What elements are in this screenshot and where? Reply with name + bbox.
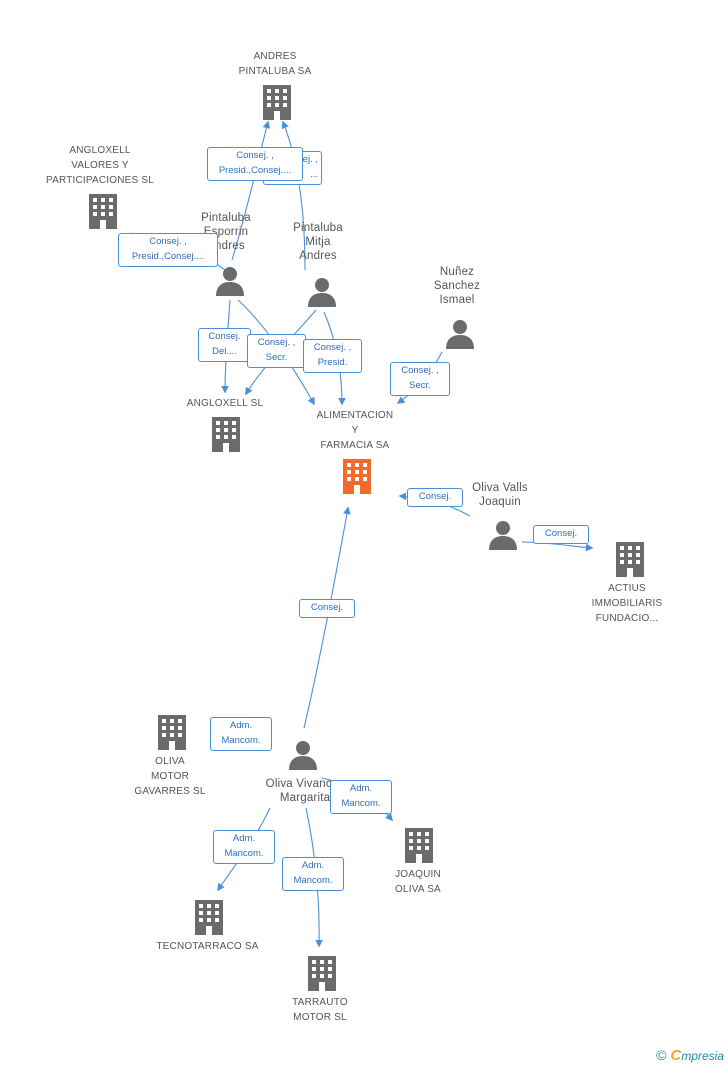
building-icon[interactable]	[88, 193, 118, 229]
node-label-joaquin-oliva: JOAQUIN OLIVA SA	[395, 869, 441, 895]
brand-logo: ©Cmpresia	[656, 1047, 724, 1064]
brand-name: mpresia	[681, 1049, 724, 1063]
building-icon[interactable]	[211, 416, 241, 452]
edge-label-vivancos-joaquin[interactable]: Adm. Mancom.	[330, 780, 392, 814]
edge-label-oliva-valls-alimentacion[interactable]: Consej.	[407, 488, 463, 507]
building-icon[interactable]	[404, 827, 434, 863]
edge-label-esporrin-angloxell[interactable]: Consej. Del....	[198, 328, 251, 362]
edge-label-vivancos-oliva-motor[interactable]: Adm. Mancom.	[210, 717, 272, 751]
node-label-pintaluba-mitja: Pintaluba Mitja Andres	[293, 222, 343, 262]
building-icon[interactable]	[615, 541, 645, 577]
person-icon[interactable]	[488, 520, 518, 550]
node-label-nunez-sanchez: Nuñez Sanchez Ismael	[433, 266, 481, 306]
node-label-angloxell-sl: ANGLOXELL SL	[186, 398, 264, 409]
person-icon[interactable]	[288, 740, 318, 770]
edge-label-vivancos-tecnotarraco[interactable]: Adm. Mancom.	[213, 830, 275, 864]
edge-esporrin-andres	[231, 120, 271, 261]
person-icon[interactable]	[215, 266, 245, 296]
node-label-oliva-valls: Oliva Valls Joaquin	[472, 482, 528, 508]
edge-label-mitja-alimentacion[interactable]: Consej. , Presid.	[303, 339, 362, 373]
node-label-andres-pintaluba: ANDRES PINTALUBA SA	[238, 51, 312, 77]
copyright-icon: ©	[656, 1047, 667, 1063]
edge-mitja-andres	[281, 120, 306, 271]
edge-label-andres-front[interactable]: Consej. , Presid.,Consej....	[207, 147, 303, 181]
node-label-oliva-motor: OLIVA MOTOR GAVARRES SL	[134, 756, 206, 797]
node-label-tarrauto: TARRAUTO MOTOR SL	[292, 997, 348, 1023]
node-label-alimentacion: ALIMENTACION Y FARMACIA SA	[316, 410, 394, 451]
edge-label-mitja-angloxell[interactable]: Consej. , Secr.	[247, 334, 306, 368]
node-label-actius: ACTIUS IMMOBILIARIS FUNDACIO...	[591, 583, 663, 624]
building-icon[interactable]	[307, 955, 337, 991]
node-label-tecnotarraco: TECNOTARRACO SA	[156, 941, 259, 952]
building-icon[interactable]	[194, 899, 224, 935]
edge-label-vivancos-tarrauto[interactable]: Adm. Mancom.	[282, 857, 344, 891]
edge-label-angloxell-valores[interactable]: Consej. , Presid.,Consej....	[118, 233, 218, 267]
node-label-angloxell-valores: ANGLOXELL VALORES Y PARTICIPACIONES SL	[45, 145, 155, 186]
person-icon[interactable]	[307, 277, 337, 307]
edge-label-nunez-alimentacion[interactable]: Consej. , Secr.	[390, 362, 450, 396]
edge-label-oliva-valls-actius[interactable]: Consej.	[533, 525, 589, 544]
focus-building-icon[interactable]	[342, 458, 372, 494]
edge-oliva-valls-actius	[521, 541, 594, 552]
building-icon[interactable]	[157, 714, 187, 750]
building-icon[interactable]	[262, 84, 292, 120]
edge-label-vivancos-alimentacion[interactable]: Consej.	[299, 599, 355, 618]
edge-vivancos-alimentacion	[303, 506, 351, 729]
brand-e: C	[670, 1047, 682, 1064]
person-icon[interactable]	[445, 319, 475, 349]
